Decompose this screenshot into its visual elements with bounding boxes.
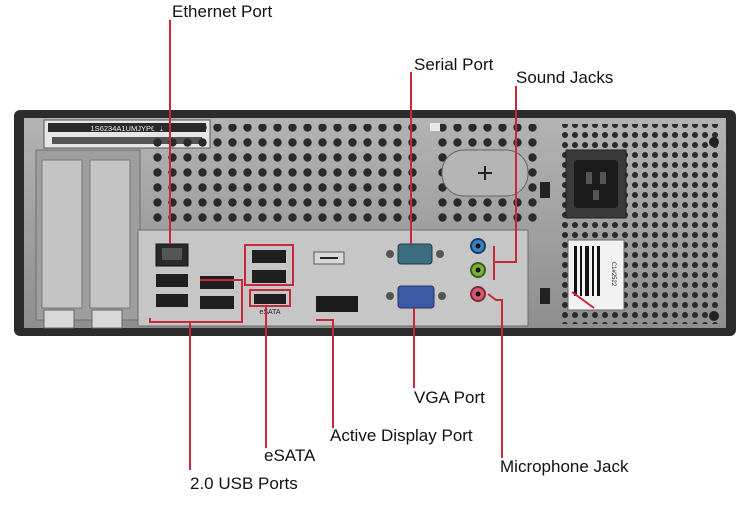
leader-mic [487, 293, 503, 458]
vga-port [386, 285, 446, 309]
leader-lines [149, 20, 517, 470]
barcode-label: C1#2522 [567, 239, 625, 311]
upper-vent [150, 124, 420, 224]
serial-number-text: 1S6234A1UMJYP631 [91, 124, 164, 133]
label-sound-jacks: Sound Jacks [516, 68, 614, 87]
leader-esata-box [249, 289, 291, 307]
fan-mount [441, 149, 529, 197]
label-serial-port: Serial Port [414, 55, 494, 74]
label-active-display-port: Active Display Port [330, 426, 473, 445]
leader-usb-box [149, 279, 243, 323]
esata-port [254, 294, 286, 304]
leader-sound [494, 86, 517, 263]
label-esata: eSATA [264, 446, 316, 465]
barcode-number-text: C1#2522 [610, 262, 616, 287]
esata-case-marking: eSATA [259, 309, 280, 316]
serial-port [386, 243, 444, 265]
label-ethernet-port: Ethernet Port [172, 2, 273, 21]
power-socket [565, 149, 627, 219]
label-usb-ports: 2.0 USB Ports [190, 474, 298, 493]
label-vga-port: VGA Port [414, 388, 485, 407]
usb-ports [156, 250, 286, 309]
label-microphone-jack: Microphone Jack [500, 457, 629, 476]
display-port [313, 251, 358, 312]
leader-display [316, 319, 334, 428]
expansion-slots [35, 149, 141, 329]
